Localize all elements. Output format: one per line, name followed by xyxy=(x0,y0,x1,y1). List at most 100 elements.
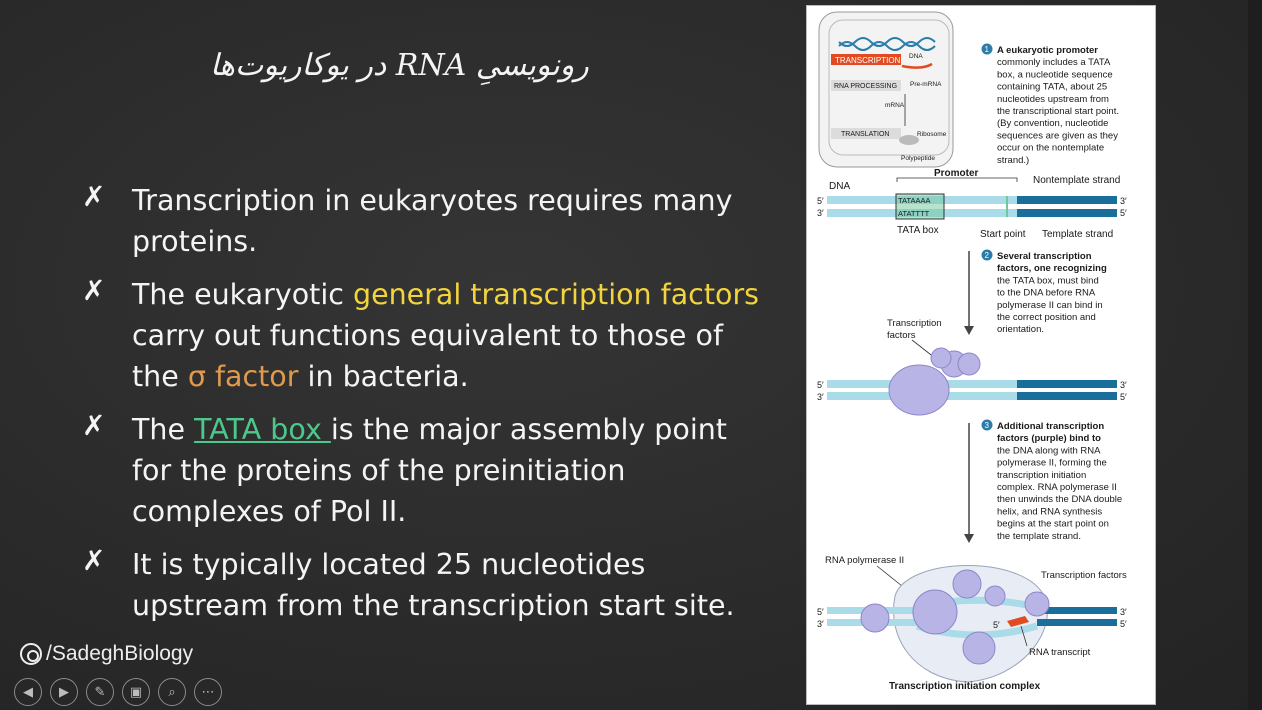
bullet-x-icon: ✗ xyxy=(82,180,106,213)
bullet-item: ✗The TATA box is the major assembly poin… xyxy=(82,409,762,532)
step3-line: factors (purple) bind to xyxy=(997,433,1101,444)
figure-svg: TRANSCRIPTION DNA RNA PROCESSING Pre-mRN… xyxy=(817,11,1127,692)
tf-binding-diagram: 5′ 3′ 3′ 5′ xyxy=(817,347,1127,416)
bullet-item: ✗ It is typically located 25 nucleotides … xyxy=(82,544,762,626)
inset-ribosome-label: Ribosome xyxy=(917,131,947,138)
step-3-badge xyxy=(981,419,993,431)
five-prime-top-left: 5′ xyxy=(817,196,824,206)
step3-line: polymerase II, forming the xyxy=(997,458,1107,469)
step1-line: occur on the nontemplate xyxy=(997,143,1104,154)
step2-line: polymerase II can bind in xyxy=(997,300,1103,311)
step2-line: Several transcription xyxy=(997,251,1092,262)
step3-line: helix, and RNA synthesis xyxy=(997,506,1102,517)
three-prime-bottom-left: 3′ xyxy=(817,208,824,218)
bullet-text-part: in bacteria. xyxy=(298,360,469,393)
previous-slide-button[interactable]: ◀ xyxy=(14,678,42,706)
inset-dna-label: DNA xyxy=(909,53,923,60)
step3-line: then unwinds the DNA double xyxy=(997,494,1122,505)
bullet-text: The TATA box is the major assembly point… xyxy=(132,409,762,532)
five-prime-bottom-right: 5′ xyxy=(1120,208,1127,218)
bullet-text-part: It is typically located 25 nucleotides u… xyxy=(132,548,735,622)
slides-view-button[interactable]: ▣ xyxy=(122,678,150,706)
five-prime-label-3r: 5′ xyxy=(1120,619,1127,629)
five-prime-label-2r: 5′ xyxy=(1120,392,1127,402)
five-prime-label-2: 5′ xyxy=(817,380,824,390)
step2-line: factors, one recognizing xyxy=(997,263,1107,274)
step-1-number: 1 xyxy=(985,45,990,54)
zoom-button[interactable]: ⌕ xyxy=(158,678,186,706)
window-edge xyxy=(1248,0,1262,710)
three-prime-label-2r: 3′ xyxy=(1120,380,1127,390)
bullet-text: The eukaryotic general transcription fac… xyxy=(132,274,762,397)
rna-polymerase-label: RNA polymerase II xyxy=(825,555,904,566)
three-prime-top-right: 3′ xyxy=(1120,196,1127,206)
bullet-text-part: Transcription in eukaryotes requires man… xyxy=(132,184,733,258)
three-prime-label-3r: 3′ xyxy=(1120,607,1127,617)
inset-rna-processing-label: RNA PROCESSING xyxy=(834,83,897,90)
step-1-badge xyxy=(981,43,993,55)
inset-translation-label: TRANSLATION xyxy=(841,131,890,138)
step3-line: the DNA along with RNA xyxy=(997,445,1101,456)
bullet-text-part: carry out functions equivalent to those … xyxy=(132,319,723,393)
step1-line: the transcriptional start point. xyxy=(997,106,1119,117)
bullet-item: ✗ The eukaryotic general transcription fa… xyxy=(82,274,762,397)
watermark: /SadeghBiology xyxy=(20,642,193,666)
inset-pre-mrna-label: Pre-mRNA xyxy=(910,81,942,88)
inset-transcription-label: TRANSCRIPTION xyxy=(835,56,901,65)
tf-label-line2: factors xyxy=(887,330,916,341)
bullet-x-icon: ✗ xyxy=(82,544,106,577)
step-2-badge xyxy=(981,249,993,261)
bullet-text-part: σ factor xyxy=(187,360,299,393)
inset-mrna-label: mRNA xyxy=(885,102,905,109)
step1-line: commonly includes a TATA xyxy=(997,57,1111,68)
bullet-text: It is typically located 25 nucleotides u… xyxy=(132,544,762,626)
bullet-text-part: The xyxy=(132,413,195,446)
step-2-number: 2 xyxy=(985,251,990,260)
template-strand-label: Template strand xyxy=(1042,229,1113,240)
promoter-label: Promoter xyxy=(934,168,979,179)
rna-transcript-label: RNA transcript xyxy=(1029,647,1091,658)
step2-line: the correct position and xyxy=(997,312,1096,323)
three-prime-label-2: 3′ xyxy=(817,392,824,402)
tata-top-sequence: TATAAAA xyxy=(898,196,931,205)
pen-button[interactable]: ✎ xyxy=(86,678,114,706)
bullet-text: Transcription in eukaryotes requires man… xyxy=(132,180,762,262)
bullet-text-part: is the major assembly point for the prot… xyxy=(132,413,727,528)
watermark-text: /SadeghBiology xyxy=(46,642,194,665)
tf-complex-label: Transcription factors xyxy=(1041,570,1127,581)
step2-line: to the DNA before RNA xyxy=(997,288,1096,299)
slide-title: رونویسیِ RNA در یوکاریوت‌ها xyxy=(210,48,589,83)
step3-line: complex. RNA polymerase II xyxy=(997,482,1117,493)
tata-bottom-sequence: ATATTTT xyxy=(898,209,930,218)
start-point-label: Start point xyxy=(980,229,1026,240)
bullet-list: ✗ Transcription in eukaryotes requires ma… xyxy=(82,180,762,638)
tata-box-link[interactable]: TATA box xyxy=(194,413,331,446)
three-prime-label-3: 3′ xyxy=(817,619,824,629)
step1-line: strand.) xyxy=(997,155,1029,166)
step1-line: sequences are given as they xyxy=(997,130,1118,141)
tf-label-line1: Transcription xyxy=(887,318,942,329)
nontemplate-strand-label: Nontemplate strand xyxy=(1033,175,1120,186)
bullet-x-icon: ✗ xyxy=(82,274,106,307)
overview-inset: TRANSCRIPTION DNA RNA PROCESSING Pre-mRN… xyxy=(818,11,954,168)
tata-box-label: TATA box xyxy=(897,225,939,236)
step1-line: A eukaryotic promoter xyxy=(997,45,1098,56)
dna-label: DNA xyxy=(829,181,850,192)
complex-caption: Transcription initiation complex xyxy=(889,681,1041,692)
step1-line: nucleotides upstream from xyxy=(997,94,1109,105)
step2-line: orientation. xyxy=(997,324,1044,335)
step1-line: containing TATA, about 25 xyxy=(997,82,1107,93)
step3-line: transcription initiation xyxy=(997,470,1086,481)
promoter-dna-diagram: DNA Promoter Nontemplate strand 5′ 3′ TA… xyxy=(817,168,1127,240)
five-prime-label-3: 5′ xyxy=(817,607,824,617)
step1-line: box, a nucleotide sequence xyxy=(997,69,1113,80)
next-slide-button[interactable]: ▶ xyxy=(50,678,78,706)
initiation-complex-diagram: RNA polymerase II Transcription factors … xyxy=(817,555,1127,692)
bullet-text-part: The eukaryotic xyxy=(132,278,353,311)
bullet-text-part: general transcription factors xyxy=(352,278,760,311)
step1-line: (By convention, nucleotide xyxy=(997,118,1108,129)
more-options-button[interactable]: ⋯ xyxy=(194,678,222,706)
